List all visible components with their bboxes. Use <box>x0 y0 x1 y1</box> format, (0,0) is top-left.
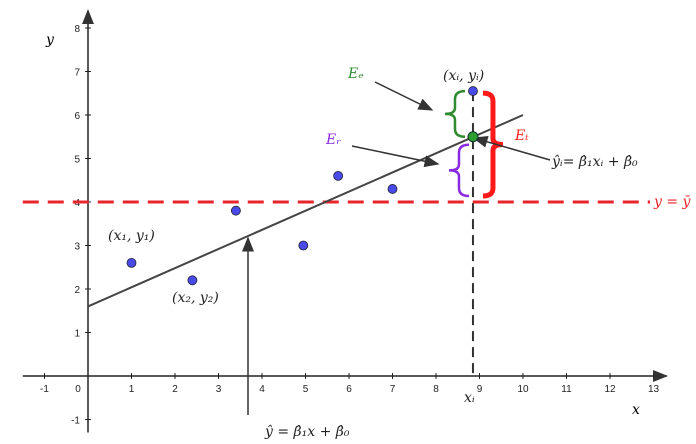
x-tick-label: 13 <box>648 384 660 395</box>
label-Er: Eᵣ <box>325 132 341 148</box>
brace-Er <box>448 143 470 198</box>
data-point <box>230 205 241 216</box>
label-yhat: ŷ = β̂₁x + β̂₀ <box>264 423 350 440</box>
label-Ee: Eₑ <box>347 66 364 82</box>
arrow-yhat-i <box>472 135 551 161</box>
label-xi: xᵢ <box>464 390 475 406</box>
x-tick-label: 10 <box>517 384 529 395</box>
y-tick-label: 5 <box>74 155 80 166</box>
data-point <box>298 240 309 251</box>
label-p2: (x₂, y₂) <box>172 290 219 306</box>
arrow-Ee <box>374 81 434 111</box>
y-tick-label: 1 <box>74 329 80 340</box>
y-tick-label: 3 <box>74 242 80 253</box>
x-tick-label: 2 <box>172 384 178 395</box>
label-ybar: y = ȳ <box>653 194 692 210</box>
data-point <box>187 275 198 286</box>
x-tick-label: 8 <box>433 384 439 395</box>
x-tick-label: 1 <box>129 384 135 395</box>
brace-Et <box>482 90 504 199</box>
x-axis-label: x <box>632 402 640 418</box>
x-tick-label: 0 <box>75 384 81 395</box>
y-tick-label: 2 <box>74 285 80 296</box>
label-pi: (xᵢ, yᵢ) <box>443 68 484 84</box>
y-axis-label: y <box>45 32 55 48</box>
y-tick-label: 8 <box>74 24 80 35</box>
x-tick-label: 12 <box>604 384 616 395</box>
label-Et: Eₜ <box>514 128 529 144</box>
x-tick-label: 5 <box>303 384 309 395</box>
y-tick-label: -1 <box>71 416 80 427</box>
x-tick-label: -1 <box>40 384 49 395</box>
y-tick-label: 7 <box>74 68 80 79</box>
data-point <box>468 86 478 96</box>
fitted-point <box>467 131 479 143</box>
x-tick-label: 11 <box>561 384 572 395</box>
data-point <box>126 257 137 268</box>
arrow-Er <box>351 145 440 168</box>
data-point <box>333 170 344 181</box>
y-tick-label: 6 <box>74 111 80 122</box>
x-tick-label: 6 <box>346 384 352 395</box>
x-tick-label: 9 <box>477 384 483 395</box>
x-tick-label: 4 <box>259 384 265 395</box>
label-yhat-i: ŷᵢ= β̂₁xᵢ + β̂₀ <box>551 153 638 170</box>
label-p1: (x₁, y₁) <box>108 228 155 244</box>
brace-Ee <box>444 89 466 138</box>
x-tick-label: 7 <box>390 384 396 395</box>
regression-line <box>87 114 524 308</box>
x-tick-label: 3 <box>216 384 222 395</box>
data-point <box>387 184 398 194</box>
